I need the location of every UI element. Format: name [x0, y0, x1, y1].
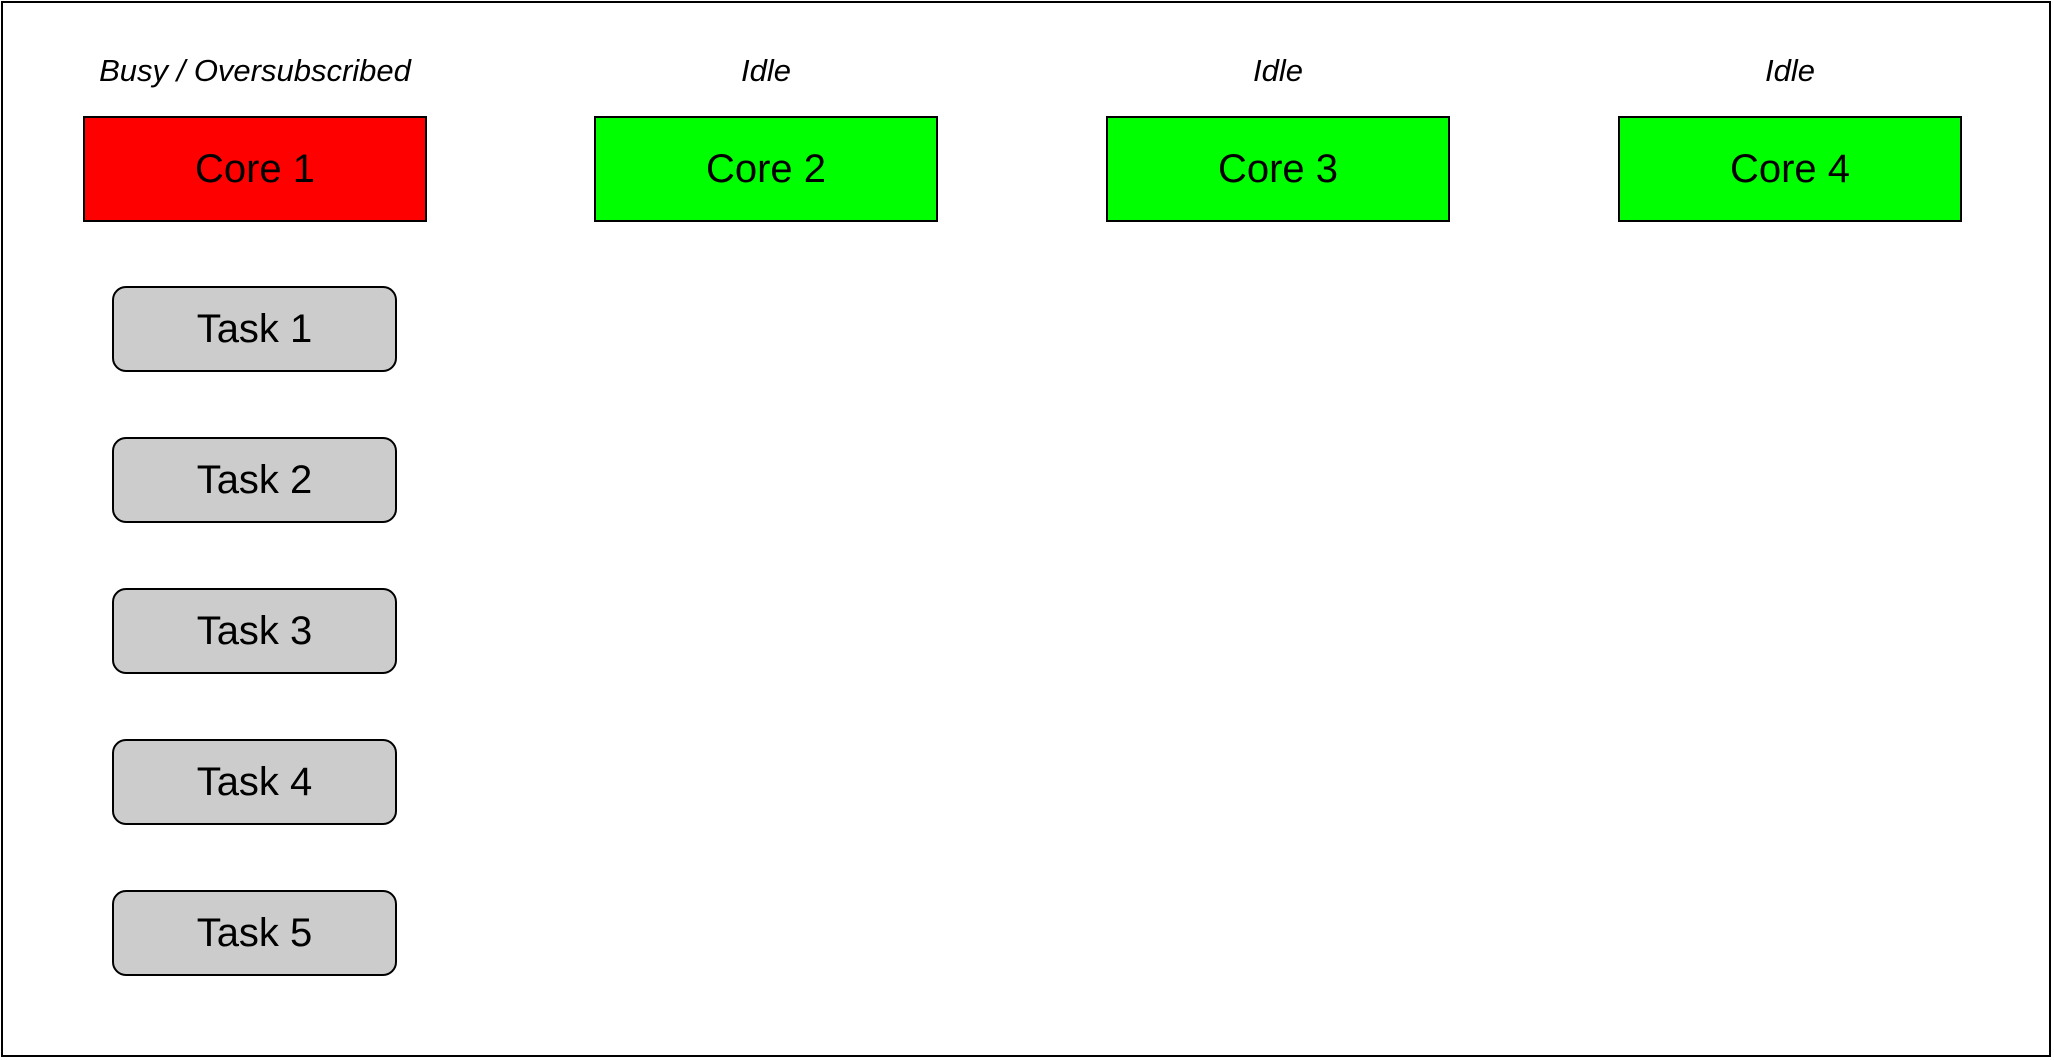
task-3-label: Task 3: [196, 608, 313, 653]
core-3-label: Core 3: [1217, 146, 1339, 191]
core-3-status: Idle: [1253, 53, 1303, 88]
core-4-status: Idle: [1765, 53, 1815, 88]
core-2-status: Idle: [741, 53, 791, 88]
task-1-label: Task 1: [196, 306, 313, 351]
task-4-box: Task 4: [112, 739, 397, 825]
core-2-box: Core 2: [594, 116, 938, 222]
core-1-status: Busy / Oversubscribed: [99, 53, 411, 88]
task-2-box: Task 2: [112, 437, 397, 523]
task-2-label: Task 2: [196, 457, 313, 502]
core-1-label: Core 1: [194, 146, 316, 191]
task-5-label: Task 5: [196, 910, 313, 955]
task-3-box: Task 3: [112, 588, 397, 674]
task-4-label: Task 4: [196, 759, 313, 804]
task-5-box: Task 5: [112, 890, 397, 976]
core-3-box: Core 3: [1106, 116, 1450, 222]
core-4-label: Core 4: [1729, 146, 1851, 191]
core-2-label: Core 2: [705, 146, 827, 191]
core-4-box: Core 4: [1618, 116, 1962, 222]
task-1-box: Task 1: [112, 286, 397, 372]
core-1-box: Core 1: [83, 116, 427, 222]
